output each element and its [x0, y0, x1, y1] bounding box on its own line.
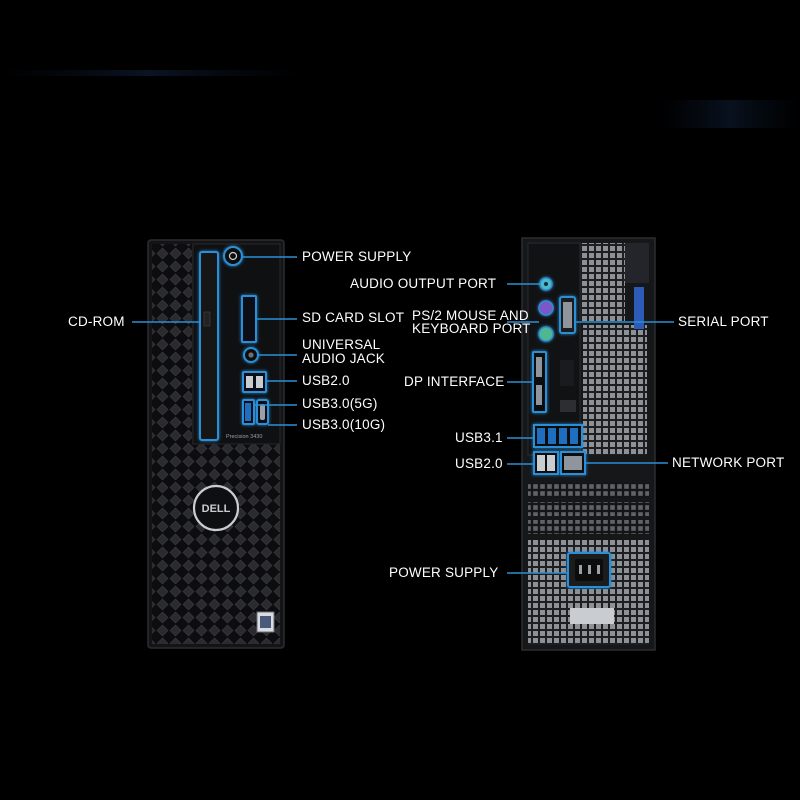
label-audio-output-port: AUDIO OUTPUT PORT [350, 276, 497, 291]
label-audio-jack-line2: AUDIO JACK [302, 351, 386, 366]
usb-port [256, 376, 263, 388]
label-usb30-10g: USB3.0(10G) [302, 417, 386, 432]
label-cd-rom: CD-ROM [68, 314, 125, 329]
callout-lines [132, 256, 674, 574]
rear-bracket [625, 243, 649, 283]
rear-tower [521, 237, 656, 651]
front-mesh [152, 444, 280, 644]
usb-port [245, 403, 251, 421]
plate-detail [560, 360, 574, 386]
expansion-slot [528, 520, 649, 534]
expansion-slot [528, 502, 649, 516]
usb-c-port [260, 404, 265, 420]
label-serial-port: SERIAL PORT [678, 314, 769, 329]
dell-logo [192, 484, 240, 532]
model-label: Precision 3430 [226, 434, 262, 440]
power-pin [579, 565, 582, 574]
label-usb20-rear: USB2.0 [455, 456, 503, 471]
serial-port-cover [634, 287, 644, 329]
serial-port-pins [563, 302, 572, 328]
psu-sticker [570, 608, 614, 624]
usb-port [559, 428, 567, 444]
label-sd-card-slot: SD CARD SLOT [302, 310, 405, 325]
usb-port [537, 428, 545, 444]
label-power-supply-rear: POWER SUPPLY [389, 565, 499, 580]
rj45-jack [564, 456, 582, 470]
power-button [223, 246, 243, 266]
label-audio-jack-line1: UNIVERSAL [302, 337, 381, 352]
label-ps2-line1: PS/2 MOUSE AND [412, 308, 529, 323]
usb-port [537, 455, 545, 471]
audio-output-hole [544, 282, 548, 286]
cd-rom-eject [203, 311, 211, 327]
dell-logo-text: DELL [202, 503, 231, 515]
dp-port [536, 357, 542, 377]
plate-detail [560, 400, 576, 412]
usb-port [548, 428, 556, 444]
io-plate [527, 242, 581, 456]
expansion-slot [528, 482, 649, 498]
power-icon [228, 251, 238, 261]
audio-jack-hole [248, 352, 254, 358]
rear-vent [583, 325, 647, 455]
rear-vent [580, 243, 625, 323]
label-ps2-line2: KEYBOARD PORT [412, 321, 531, 336]
ps2-keyboard-port [538, 326, 554, 342]
label-dp-interface: DP INTERFACE [404, 374, 505, 389]
usb-port [547, 455, 555, 471]
front-tower: Precision 3430 DELL [147, 239, 285, 649]
sd-card-slot [241, 295, 257, 343]
ps2-mouse-port [538, 300, 554, 316]
label-usb20-front: USB2.0 [302, 373, 350, 388]
usb-port [246, 376, 253, 388]
label-power-supply-front: POWER SUPPLY [302, 249, 412, 264]
cd-rom-drive [199, 251, 219, 441]
background-streak [0, 70, 300, 76]
label-network-port: NETWORK PORT [672, 455, 785, 470]
front-mesh [152, 244, 192, 444]
usb-port [570, 428, 578, 444]
badge-sticker-inner [260, 616, 271, 628]
power-pin [597, 565, 600, 574]
background-streak [660, 100, 800, 128]
power-pin [588, 565, 591, 574]
label-ps2: PS/2 MOUSE AND KEYBOARD PORT [412, 308, 531, 336]
label-usb31: USB3.1 [455, 430, 503, 445]
label-audio-jack: UNIVERSAL AUDIO JACK [302, 337, 386, 366]
dp-port [536, 385, 542, 405]
label-usb30-5g: USB3.0(5G) [302, 396, 378, 411]
